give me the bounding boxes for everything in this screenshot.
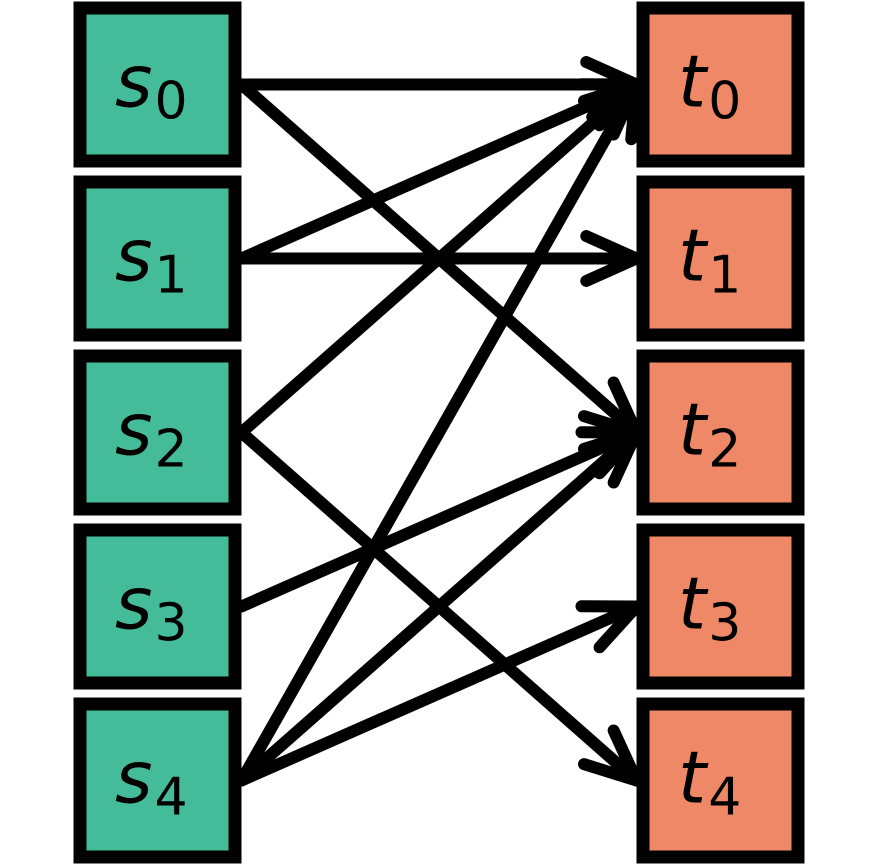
source-label: s4 — [115, 736, 188, 828]
label-subscript: 2 — [708, 420, 741, 480]
target-label: t4 — [678, 736, 741, 828]
source-box — [73, 523, 242, 690]
source-label: s0 — [115, 40, 188, 132]
source-box — [73, 1, 242, 168]
label-base: s — [115, 40, 153, 124]
label-base: s — [115, 388, 153, 472]
label-base: t — [678, 736, 709, 820]
label-subscript: 0 — [708, 72, 741, 132]
label-subscript: 4 — [708, 768, 741, 828]
label-base: t — [678, 40, 709, 124]
source-node-1: s1 — [73, 175, 242, 342]
edge-s3-t2 — [235, 426, 643, 613]
target-box — [636, 175, 805, 342]
target-node-0: t0 — [636, 1, 805, 168]
source-box — [73, 349, 242, 516]
label-subscript: 3 — [155, 594, 188, 654]
source-label: s2 — [115, 388, 188, 480]
label-base: s — [115, 214, 153, 298]
target-label: t3 — [678, 562, 741, 654]
label-subscript: 4 — [155, 768, 188, 828]
source-box — [73, 697, 242, 864]
edge-s1-t0 — [235, 78, 643, 265]
label-base: s — [115, 736, 153, 820]
label-subscript: 3 — [708, 594, 741, 654]
edge-line — [235, 600, 643, 787]
edge-line — [235, 78, 643, 265]
edge-line — [235, 426, 643, 613]
label-subscript: 1 — [155, 246, 188, 306]
label-subscript: 2 — [155, 420, 188, 480]
source-label: s1 — [115, 214, 188, 306]
source-node-2: s2 — [73, 349, 242, 516]
target-node-2: t2 — [636, 349, 805, 516]
edge-s4-t3 — [235, 600, 643, 787]
edge-line — [235, 426, 643, 787]
label-subscript: 1 — [708, 246, 741, 306]
label-base: t — [678, 388, 709, 472]
source-node-3: s3 — [73, 523, 242, 690]
label-base: t — [678, 562, 709, 646]
source-node-0: s0 — [73, 1, 242, 168]
target-node-3: t3 — [636, 523, 805, 690]
source-box — [73, 175, 242, 342]
target-box — [636, 349, 805, 516]
target-label: t2 — [678, 388, 741, 480]
source-label: s3 — [115, 562, 188, 654]
label-subscript: 0 — [155, 72, 188, 132]
target-box — [636, 523, 805, 690]
target-box — [636, 1, 805, 168]
target-label: t1 — [678, 214, 741, 306]
target-label: t0 — [678, 40, 741, 132]
edge-line — [235, 78, 643, 787]
target-node-4: t4 — [636, 697, 805, 864]
label-base: t — [678, 214, 709, 298]
label-base: s — [115, 562, 153, 646]
edges — [235, 56, 643, 787]
source-node-4: s4 — [73, 697, 242, 864]
target-box — [636, 697, 805, 864]
edge-line — [235, 78, 643, 439]
target-node-1: t1 — [636, 175, 805, 342]
